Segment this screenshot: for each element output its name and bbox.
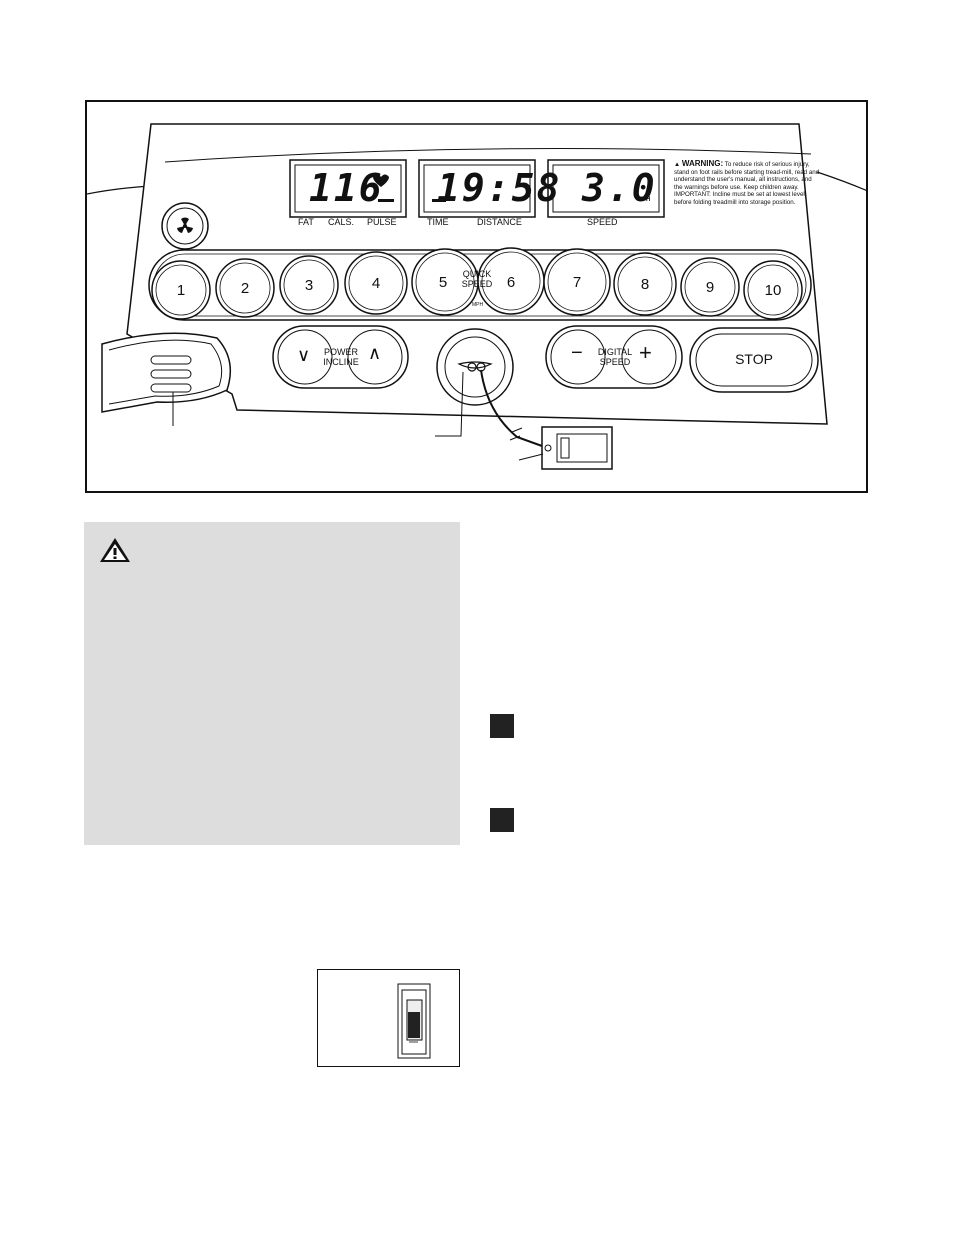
- digital-speed-label: DIGITAL SPEED: [597, 347, 633, 367]
- speed-button-9[interactable]: 9: [705, 279, 715, 296]
- stop-button[interactable]: STOP: [735, 351, 773, 367]
- console-diagram: 116 19:58 3.0 MPH FAT CALS. PULSE TIME D…: [85, 100, 868, 493]
- incline-up-button[interactable]: ∧: [368, 343, 382, 363]
- incline-down-button[interactable]: ∨: [297, 345, 311, 365]
- speed-button-10[interactable]: 10: [764, 282, 782, 299]
- warning-triangle-icon: [100, 538, 130, 562]
- distance-label: DISTANCE: [477, 217, 522, 227]
- right-display-value: 3.0: [582, 166, 657, 210]
- safety-key-icon: [457, 361, 493, 372]
- speed-button-5[interactable]: 5: [438, 274, 448, 291]
- speed-button-7[interactable]: 7: [572, 274, 582, 291]
- console-warning-heading: WARNING:: [681, 159, 724, 168]
- time-label: TIME: [427, 217, 449, 227]
- speed-button-3[interactable]: 3: [304, 277, 314, 294]
- on-off-switch-figure: [317, 969, 460, 1067]
- speed-button-2[interactable]: 2: [240, 280, 250, 297]
- step-marker-1: [490, 714, 514, 738]
- speed-button-4[interactable]: 4: [371, 275, 381, 292]
- console-drawing: [87, 123, 866, 470]
- step-marker-2: [490, 808, 514, 832]
- fan-icon: [177, 217, 193, 233]
- warning-small-icon: ▲: [674, 161, 682, 168]
- speed-button-1[interactable]: 1: [176, 282, 186, 299]
- fat-label: FAT: [298, 217, 314, 227]
- pulse-label: PULSE: [367, 217, 397, 227]
- console-warning-text: To reduce risk of serious injury, stand …: [674, 161, 820, 206]
- speed-minus-button[interactable]: −: [571, 342, 583, 364]
- quick-speed-unit: MPH: [472, 302, 484, 308]
- speed-unit: MPH: [637, 197, 651, 203]
- left-display-value: 116: [309, 166, 384, 210]
- speed-button-8[interactable]: 8: [640, 276, 650, 293]
- power-incline-label: POWER INCLINE: [323, 347, 359, 367]
- speed-display-label: SPEED: [587, 217, 618, 227]
- speed-button-6[interactable]: 6: [506, 274, 516, 291]
- quick-speed-label: QUICK SPEED: [461, 269, 493, 289]
- cals-label: CALS.: [328, 217, 355, 227]
- switch-drawing: [397, 983, 431, 1059]
- console-warning-label: ▲ WARNING: To reduce risk of serious inj…: [674, 160, 822, 207]
- speed-plus-button[interactable]: +: [639, 340, 652, 365]
- middle-display-value: 19:58: [437, 166, 562, 210]
- caution-box: [84, 522, 460, 845]
